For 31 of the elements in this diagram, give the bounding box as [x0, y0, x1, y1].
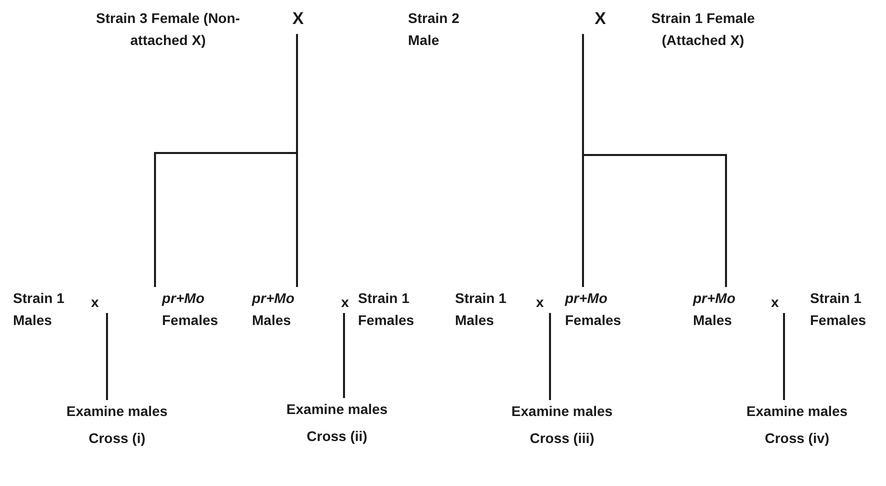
strain-label: Strain 1 Males — [455, 287, 523, 331]
cross-caption: Cross (iv) — [764, 429, 830, 448]
cross-symbol: X — [578, 8, 606, 34]
strain-label: Strain 1 Females — [358, 287, 428, 331]
strain-label: Strain 1 Female (Attached X) — [638, 7, 768, 51]
result-label: Examine males — [732, 400, 862, 422]
connector-line — [296, 34, 298, 287]
connector-line — [549, 313, 551, 400]
connector-line — [106, 313, 108, 400]
genotype-label: pr+Mo Males — [693, 287, 753, 331]
connector-line — [783, 313, 785, 400]
cross-symbol: X — [289, 8, 307, 34]
genotype-label: pr+Mo Females — [565, 287, 635, 331]
genotype-label: pr+Mo Females — [150, 287, 230, 331]
result-label: Examine males — [497, 400, 627, 422]
cross-symbol: x — [536, 291, 554, 313]
connector-line — [343, 313, 345, 398]
cross-caption: Cross (i) — [88, 429, 146, 448]
cross-symbol: x — [337, 291, 353, 313]
connector-line — [582, 34, 727, 287]
genotype-label: pr+Mo Males — [252, 287, 312, 331]
cross-symbol: x — [771, 291, 789, 313]
strain-label: Strain 1 Males — [13, 287, 81, 331]
cross-caption: Cross (iii) — [530, 429, 594, 448]
strain-label: Strain 3 Female (Non-attached X) — [88, 7, 248, 51]
result-label: Examine males — [52, 400, 182, 422]
cross-caption: Cross (ii) — [306, 427, 368, 446]
result-label: Examine males — [272, 398, 402, 420]
strain-label: Strain 1 Females — [810, 287, 880, 331]
cross-symbol: x — [91, 291, 109, 313]
strain-label: Strain 2 Male — [408, 7, 488, 51]
